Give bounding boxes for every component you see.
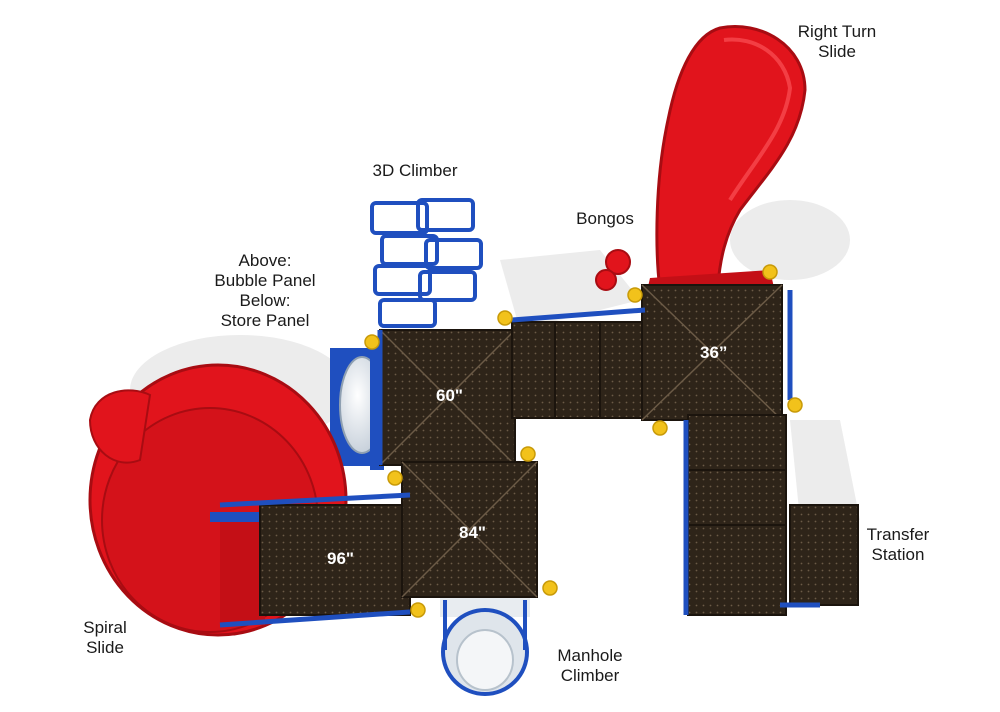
- decks: [259, 284, 859, 616]
- label-manhole-climber: Manhole Climber: [557, 646, 623, 685]
- deck-height-84: 84": [459, 523, 486, 542]
- frame-rails: [219, 290, 820, 628]
- manhole-climber: [440, 595, 530, 696]
- post-caps: [364, 264, 803, 618]
- label-bubble-store-panel: Above: Bubble Panel Below: Store Panel: [214, 251, 316, 330]
- label-spiral-slide: Spiral Slide: [83, 618, 127, 657]
- deck-height-60: 60": [436, 386, 463, 405]
- bongos: [595, 249, 631, 291]
- label-3d-climber: 3D Climber: [372, 161, 458, 180]
- label-transfer-station: Transfer Station: [866, 525, 930, 564]
- label-right-turn-slide: Right Turn Slide: [797, 22, 877, 61]
- climber-3d: [370, 198, 483, 328]
- deck-height-96: 96": [327, 549, 354, 568]
- deck-height-36: 36”: [700, 343, 728, 362]
- label-bongos: Bongos: [576, 209, 634, 228]
